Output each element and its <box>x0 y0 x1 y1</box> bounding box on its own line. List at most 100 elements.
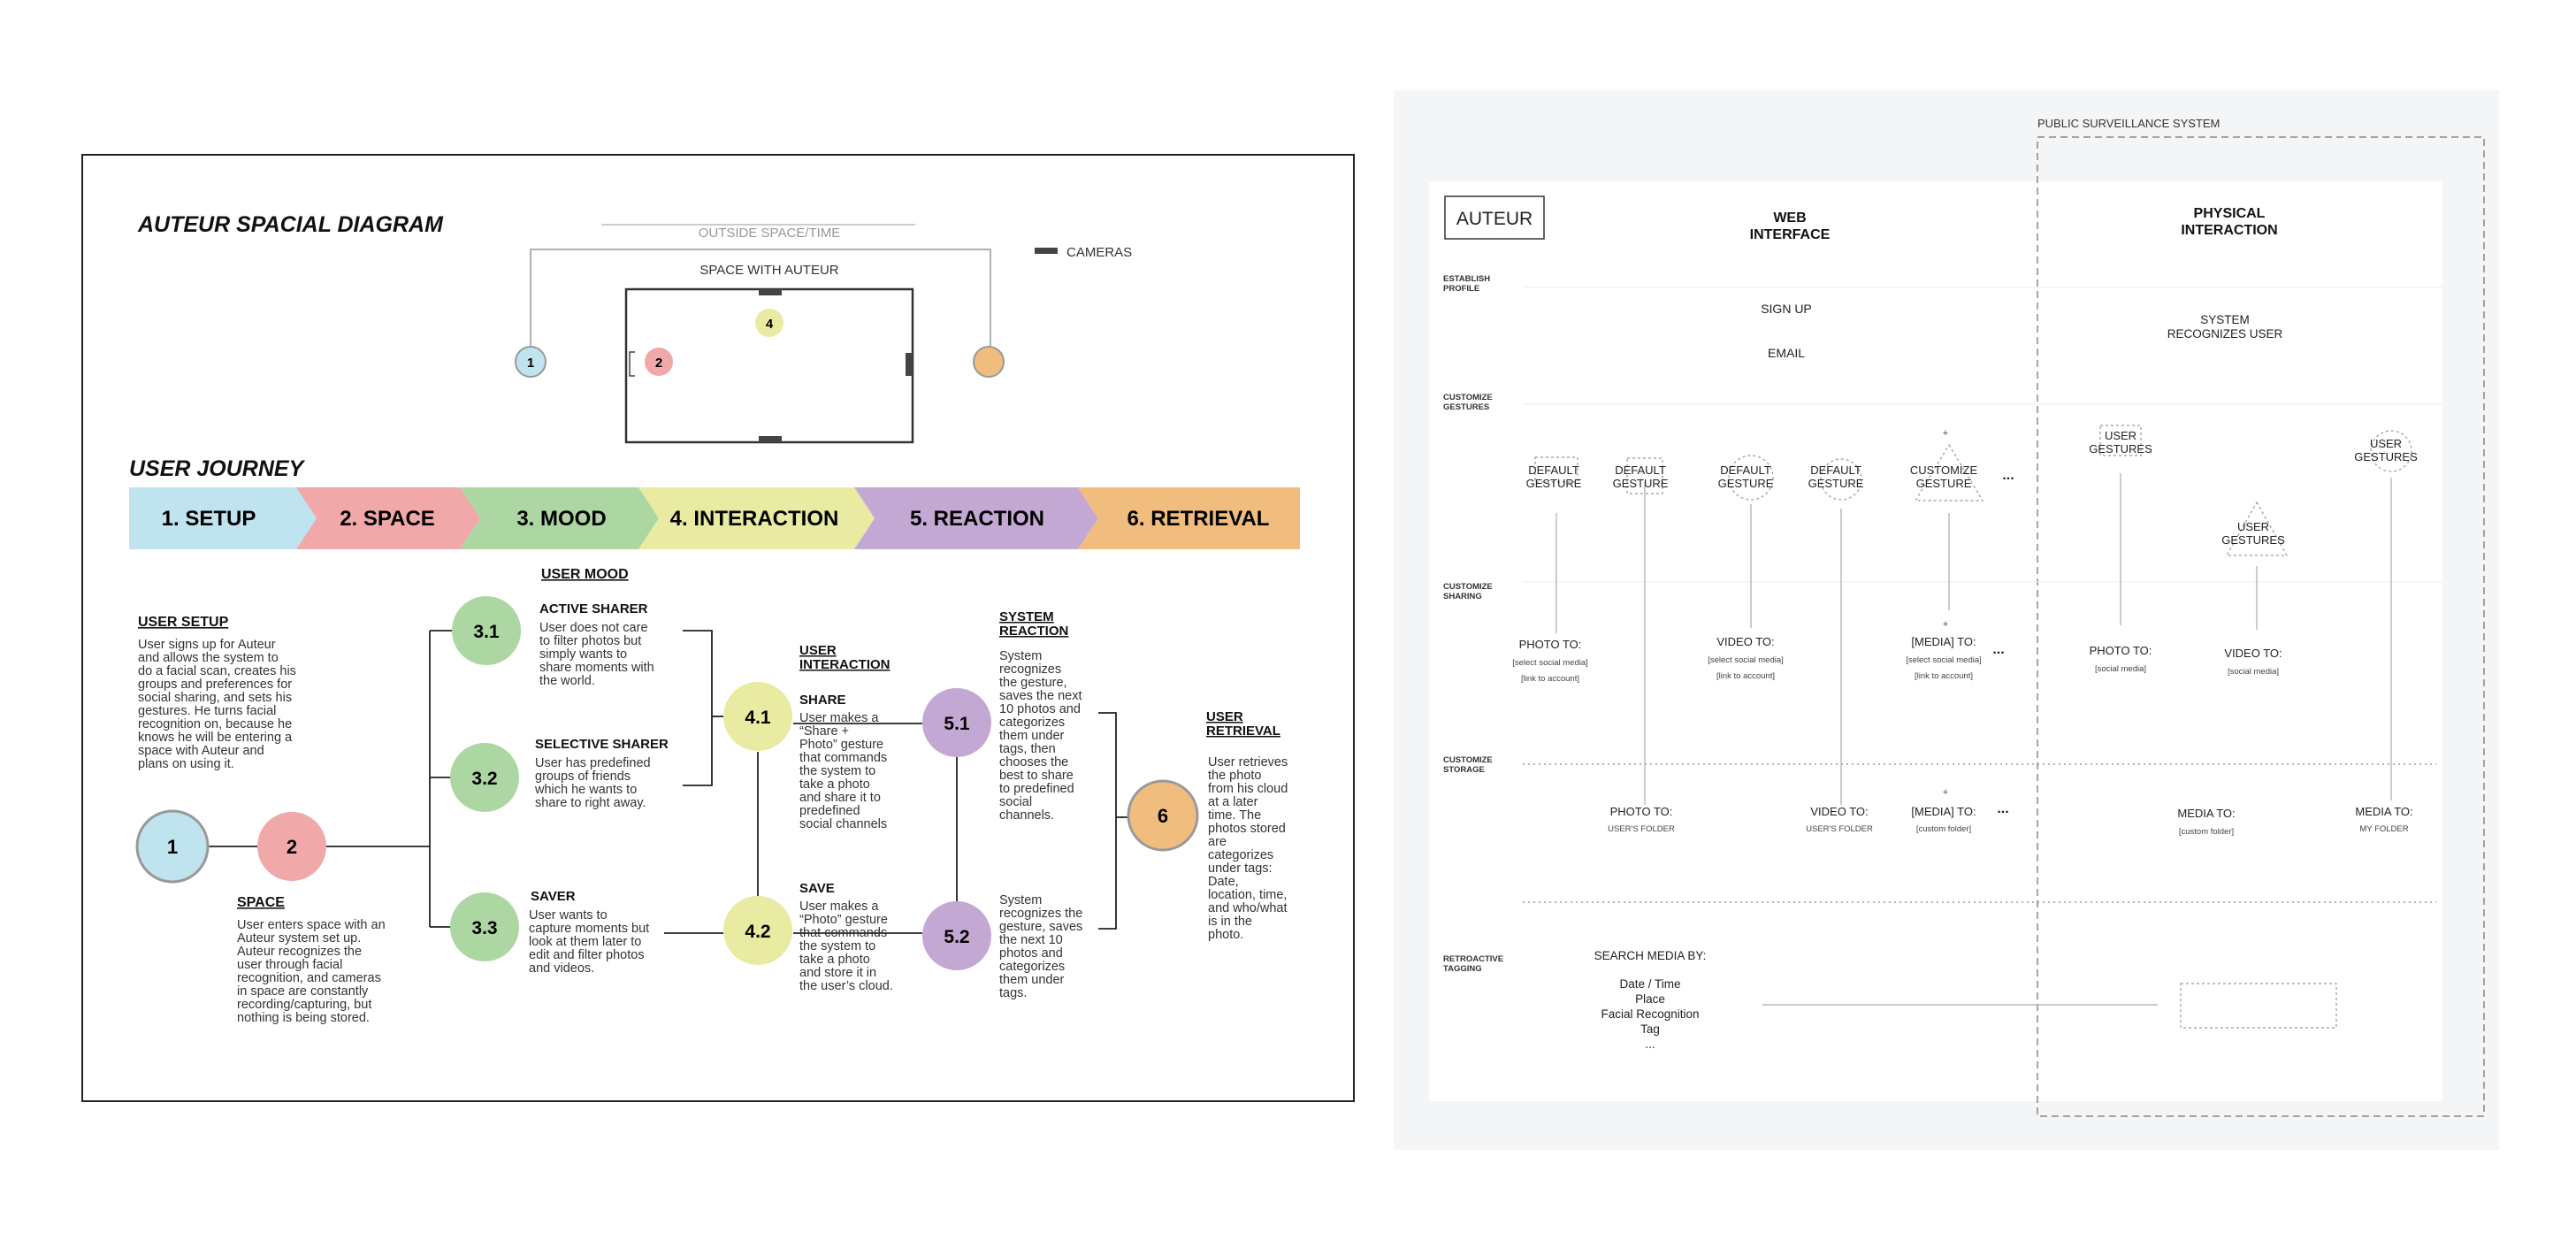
outside-label: OUTSIDE SPACE/TIME <box>699 226 841 241</box>
sharing-ellipsis: ... <box>1992 642 2004 657</box>
node-4-2-label: 4.2 <box>745 922 770 942</box>
plus-icon-2: + <box>1943 787 1948 798</box>
space-text-line: recording/capturing, but <box>237 998 371 1012</box>
user-setup-text-line: gestures. He turns facial <box>138 704 276 718</box>
search-heading: SEARCH MEDIA BY: <box>1594 949 1707 962</box>
stage-retrieval <box>1078 487 1300 549</box>
reaction-1-text-line: 10 photos and <box>999 702 1081 716</box>
saver-text-line: edit and filter photos <box>529 948 645 962</box>
reaction-heading-line: REACTION <box>999 624 1068 639</box>
node-6-label: 6 <box>1158 805 1168 827</box>
user-gestures-2-line: USER <box>2237 520 2269 533</box>
node-3-3 <box>450 892 519 961</box>
user-setup-text-line: groups and preferences for <box>138 678 292 692</box>
save-text-line: “Photo” gesture <box>799 913 888 927</box>
share-text-line: social channels <box>799 817 887 831</box>
selective-sharer-text-line: share to right away. <box>535 796 646 810</box>
storage-separators <box>1523 763 2436 903</box>
retrieval-text-line: location, time, <box>1208 888 1287 902</box>
photo-users-folder: USER'S FOLDER <box>1608 824 1675 834</box>
my-folder-label: MY FOLDER <box>2359 824 2408 834</box>
room-door <box>629 351 635 377</box>
reaction-2-text-line: photos and <box>999 946 1063 961</box>
video-social-physical: [social media] <box>2228 667 2279 677</box>
space-node-user <box>515 346 547 378</box>
space-text-line: recognition, and cameras <box>237 971 381 985</box>
user-gestures-2-line: GESTURES <box>2221 533 2285 547</box>
journey-connectors <box>163 630 1128 934</box>
row-label-4-line: TAGGING <box>1443 964 1482 974</box>
save-text-line: the user’s cloud. <box>799 979 893 993</box>
reaction-1-text-line: recognizes <box>999 662 1061 677</box>
selective-sharer-text-line: which he wants to <box>534 783 637 797</box>
space-node-space <box>645 348 673 376</box>
storage-ellipsis: ... <box>1997 801 2008 816</box>
saver-text-line: User wants to <box>529 908 608 923</box>
space-node-space-label: 2 <box>655 356 662 371</box>
share-text-line: Photo” gesture <box>799 738 883 752</box>
reaction-2-text-line: them under <box>999 973 1065 987</box>
email-label: EMAIL <box>1768 346 1805 360</box>
gesture-shapes <box>1534 425 2412 1029</box>
retrieval-text-line: photo. <box>1208 928 1243 942</box>
web-panel <box>1429 181 2442 1101</box>
search-items-line: Date / Time <box>1619 977 1680 991</box>
node-4-2 <box>723 896 792 965</box>
user-setup-text-line: plans on using it. <box>138 757 234 771</box>
reaction-1-text-line: channels. <box>999 808 1054 823</box>
user-setup-text-line: knows he will be entering a <box>138 731 293 745</box>
video-link: [link to account] <box>1716 671 1775 681</box>
stage-retrieval-label: 6. RETRIEVAL <box>1127 507 1270 531</box>
media-to-physical-2: MEDIA TO: <box>2355 805 2412 818</box>
retrieval-text-line: the photo <box>1208 769 1261 783</box>
space-node-interaction <box>755 309 784 337</box>
space-heading: SPACE <box>237 895 285 910</box>
retrieval-text-line: time. The <box>1208 808 1261 823</box>
row-label-0-line: PROFILE <box>1443 284 1479 294</box>
retrieval-text-line: User retrieves <box>1208 755 1288 769</box>
active-sharer-text-line: User does not care <box>539 621 648 635</box>
save-text-line: and store it in <box>799 966 876 980</box>
physical-header-line: PHYSICAL <box>2194 206 2266 221</box>
node-1-label: 1 <box>167 836 178 858</box>
camera-bottom <box>759 436 782 442</box>
search-items-line: Facial Recognition <box>1601 1007 1699 1021</box>
selective-sharer-text-line: User has predefined <box>535 756 651 770</box>
outside-bracket <box>530 249 991 348</box>
saver-text-line: and videos. <box>529 961 594 976</box>
save-text-line: User makes a <box>799 900 879 914</box>
space-text-line: nothing is being stored. <box>237 1011 370 1025</box>
user-setup-text-line: User signs up for Auteur <box>138 638 276 652</box>
default-gesture-2-line: GESTURE <box>1718 477 1774 490</box>
save-text-line: that commands <box>799 926 887 940</box>
media-custom-folder: [custom folder] <box>1916 824 1971 834</box>
space-node-user-label: 1 <box>527 356 534 371</box>
video-select: [select social media] <box>1708 655 1784 665</box>
customize-gesture-label-line: GESTURE <box>1916 477 1972 490</box>
share-text-line: that commands <box>799 751 887 765</box>
node-5-2-label: 5.2 <box>944 927 969 947</box>
row-label-4-line: RETROACTIVE <box>1443 954 1503 964</box>
video-to-physical: VIDEO TO: <box>2224 647 2282 660</box>
reaction-2-text-line: categorizes <box>999 960 1065 974</box>
media-custom-physical: [custom folder] <box>2179 827 2234 837</box>
user-setup-text-line: and allows the system to <box>138 651 279 665</box>
surveillance-label: PUBLIC SURVEILLANCE SYSTEM <box>2037 117 2220 130</box>
row-label-2-line: CUSTOMIZE <box>1443 582 1493 592</box>
node-5-1-label: 5.1 <box>944 714 970 734</box>
stage-setup-label: 1. SETUP <box>162 507 256 531</box>
share-text-line: User makes a <box>799 711 879 725</box>
